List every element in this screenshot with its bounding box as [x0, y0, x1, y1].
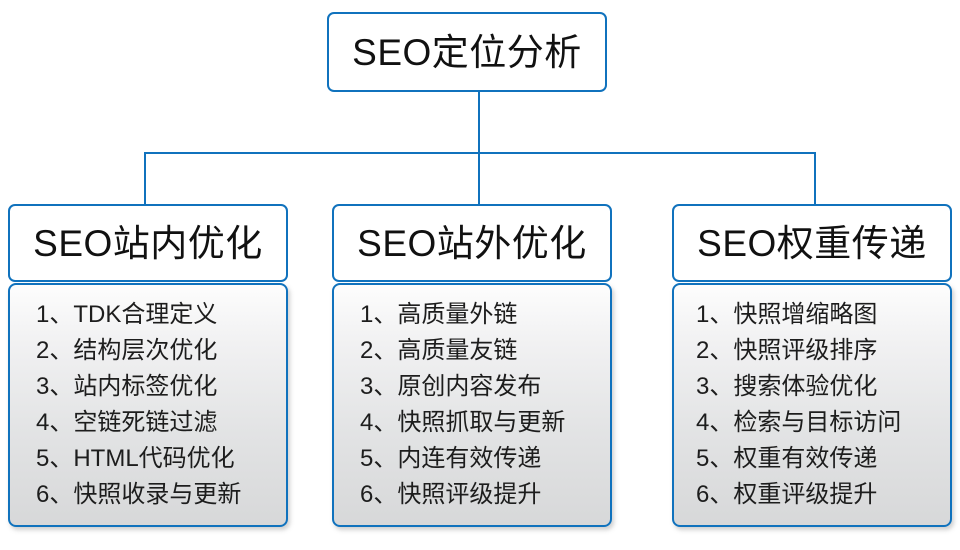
- list-item: 3、站内标签优化: [36, 373, 218, 400]
- list-item: 5、HTML代码优化: [36, 445, 235, 472]
- list-item: 3、原创内容发布: [360, 373, 542, 400]
- list-item: 3、搜索体验优化: [696, 373, 878, 400]
- branch-1-body: 1、TDK合理定义 2、结构层次优化 3、站内标签优化 4、空链死链过滤 5、H…: [8, 283, 288, 527]
- list-item: 4、快照抓取与更新: [360, 409, 566, 436]
- branch-1-item-list: 1、TDK合理定义 2、结构层次优化 3、站内标签优化 4、空链死链过滤 5、H…: [10, 297, 286, 513]
- list-item: 5、内连有效传递: [360, 445, 542, 472]
- branch-3-body: 1、快照增缩略图 2、快照评级排序 3、搜索体验优化 4、检索与目标访问 5、权…: [672, 283, 952, 527]
- list-item: 2、高质量友链: [360, 337, 518, 364]
- list-item: 2、快照评级排序: [696, 337, 878, 364]
- branch-2-header[interactable]: SEO站外优化: [332, 204, 612, 282]
- branch-2-body: 1、高质量外链 2、高质量友链 3、原创内容发布 4、快照抓取与更新 5、内连有…: [332, 283, 612, 527]
- branch-2-item-list: 1、高质量外链 2、高质量友链 3、原创内容发布 4、快照抓取与更新 5、内连有…: [334, 297, 610, 513]
- root-node-label: SEO定位分析: [352, 31, 582, 73]
- branch-column-2: SEO站外优化 1、高质量外链 2、高质量友链 3、原创内容发布 4、快照抓取与…: [332, 204, 612, 527]
- branch-3-header[interactable]: SEO权重传递: [672, 204, 952, 282]
- connector-branch-2-vertical: [478, 152, 480, 206]
- list-item: 4、检索与目标访问: [696, 409, 902, 436]
- branch-column-1: SEO站内优化 1、TDK合理定义 2、结构层次优化 3、站内标签优化 4、空链…: [8, 204, 288, 527]
- list-item: 6、快照收录与更新: [36, 481, 242, 508]
- branch-3-item-list: 1、快照增缩略图 2、快照评级排序 3、搜索体验优化 4、检索与目标访问 5、权…: [674, 297, 950, 513]
- connector-horizontal-bus: [144, 152, 816, 154]
- branch-2-header-label: SEO站外优化: [357, 222, 587, 264]
- list-item: 6、快照评级提升: [360, 481, 542, 508]
- list-item: 6、权重评级提升: [696, 481, 878, 508]
- list-item: 2、结构层次优化: [36, 337, 218, 364]
- connector-branch-3-vertical: [814, 152, 816, 206]
- list-item: 1、快照增缩略图: [696, 301, 878, 328]
- root-node-seo-positioning-analysis[interactable]: SEO定位分析: [327, 12, 607, 92]
- connector-root-vertical: [478, 92, 480, 154]
- list-item: 1、TDK合理定义: [36, 301, 218, 328]
- list-item: 1、高质量外链: [360, 301, 518, 328]
- branch-1-header-label: SEO站内优化: [33, 222, 263, 264]
- list-item: 5、权重有效传递: [696, 445, 878, 472]
- list-item: 4、空链死链过滤: [36, 409, 218, 436]
- branch-3-header-label: SEO权重传递: [697, 222, 927, 264]
- branch-column-3: SEO权重传递 1、快照增缩略图 2、快照评级排序 3、搜索体验优化 4、检索与…: [672, 204, 952, 527]
- connector-branch-1-vertical: [144, 152, 146, 206]
- branch-1-header[interactable]: SEO站内优化: [8, 204, 288, 282]
